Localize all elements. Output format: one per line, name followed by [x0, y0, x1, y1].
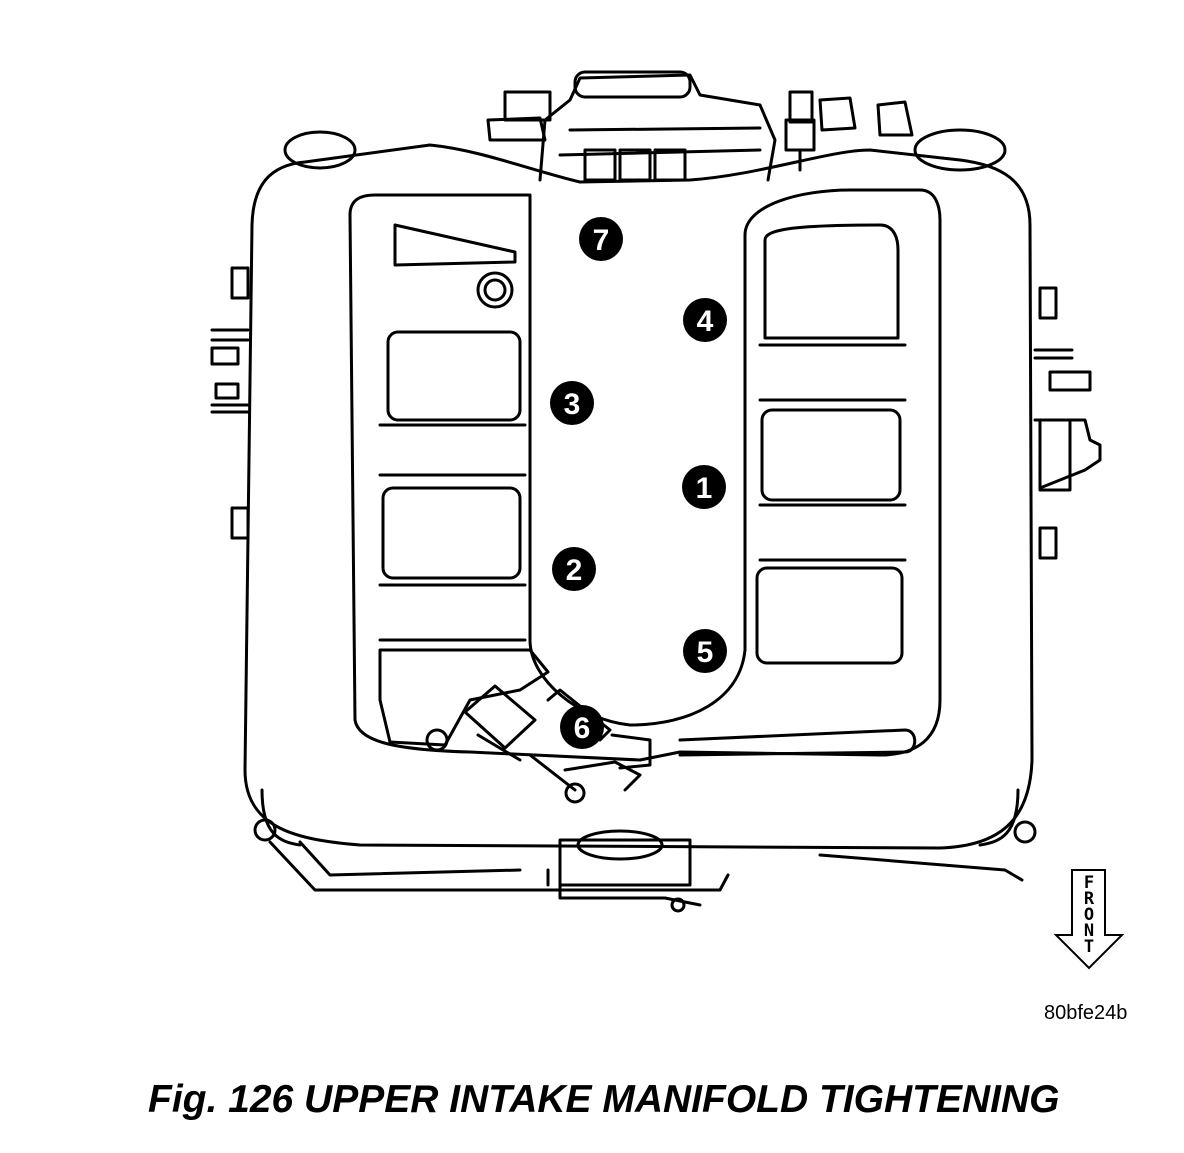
bolt-1: 1	[682, 465, 726, 509]
bolt-5: 5	[683, 629, 727, 673]
throttle-body	[283, 70, 1007, 182]
bolt-2-number: 2	[566, 554, 583, 587]
plenum-outline	[348, 188, 942, 762]
bolt-7-number: 7	[593, 224, 610, 257]
tightening-sequence: 1 2 3 4 5 6 7	[550, 217, 727, 749]
manifold-tuning-valve	[463, 684, 652, 804]
front-letter-f: F	[1084, 873, 1094, 893]
front-letter-r: R	[1084, 889, 1095, 909]
bolt-3-number: 3	[564, 388, 581, 421]
figure-reference-code: 80bfe24b	[1044, 1002, 1128, 1024]
bolt-5-number: 5	[697, 636, 714, 669]
bolt-1-number: 1	[696, 472, 713, 505]
bolt-7: 7	[579, 217, 623, 261]
figure-caption: Fig. 126 UPPER INTAKE MANIFOLD TIGHTENIN…	[148, 1078, 1060, 1121]
lower-rail	[253, 818, 1037, 913]
manifold-body	[210, 143, 1102, 850]
front-letter-n: N	[1084, 921, 1094, 941]
bolt-4: 4	[683, 298, 727, 342]
front-letter-t: T	[1084, 937, 1094, 957]
bolt-2: 2	[552, 547, 596, 591]
bolt-3: 3	[550, 381, 594, 425]
front-arrow: F R O N T	[1053, 869, 1125, 970]
front-letter-o: O	[1084, 905, 1094, 925]
bolt-6-number: 6	[574, 712, 591, 745]
bolt-4-number: 4	[697, 305, 714, 338]
down-arrow-icon	[1053, 869, 1125, 970]
bolt-6: 6	[560, 705, 604, 749]
